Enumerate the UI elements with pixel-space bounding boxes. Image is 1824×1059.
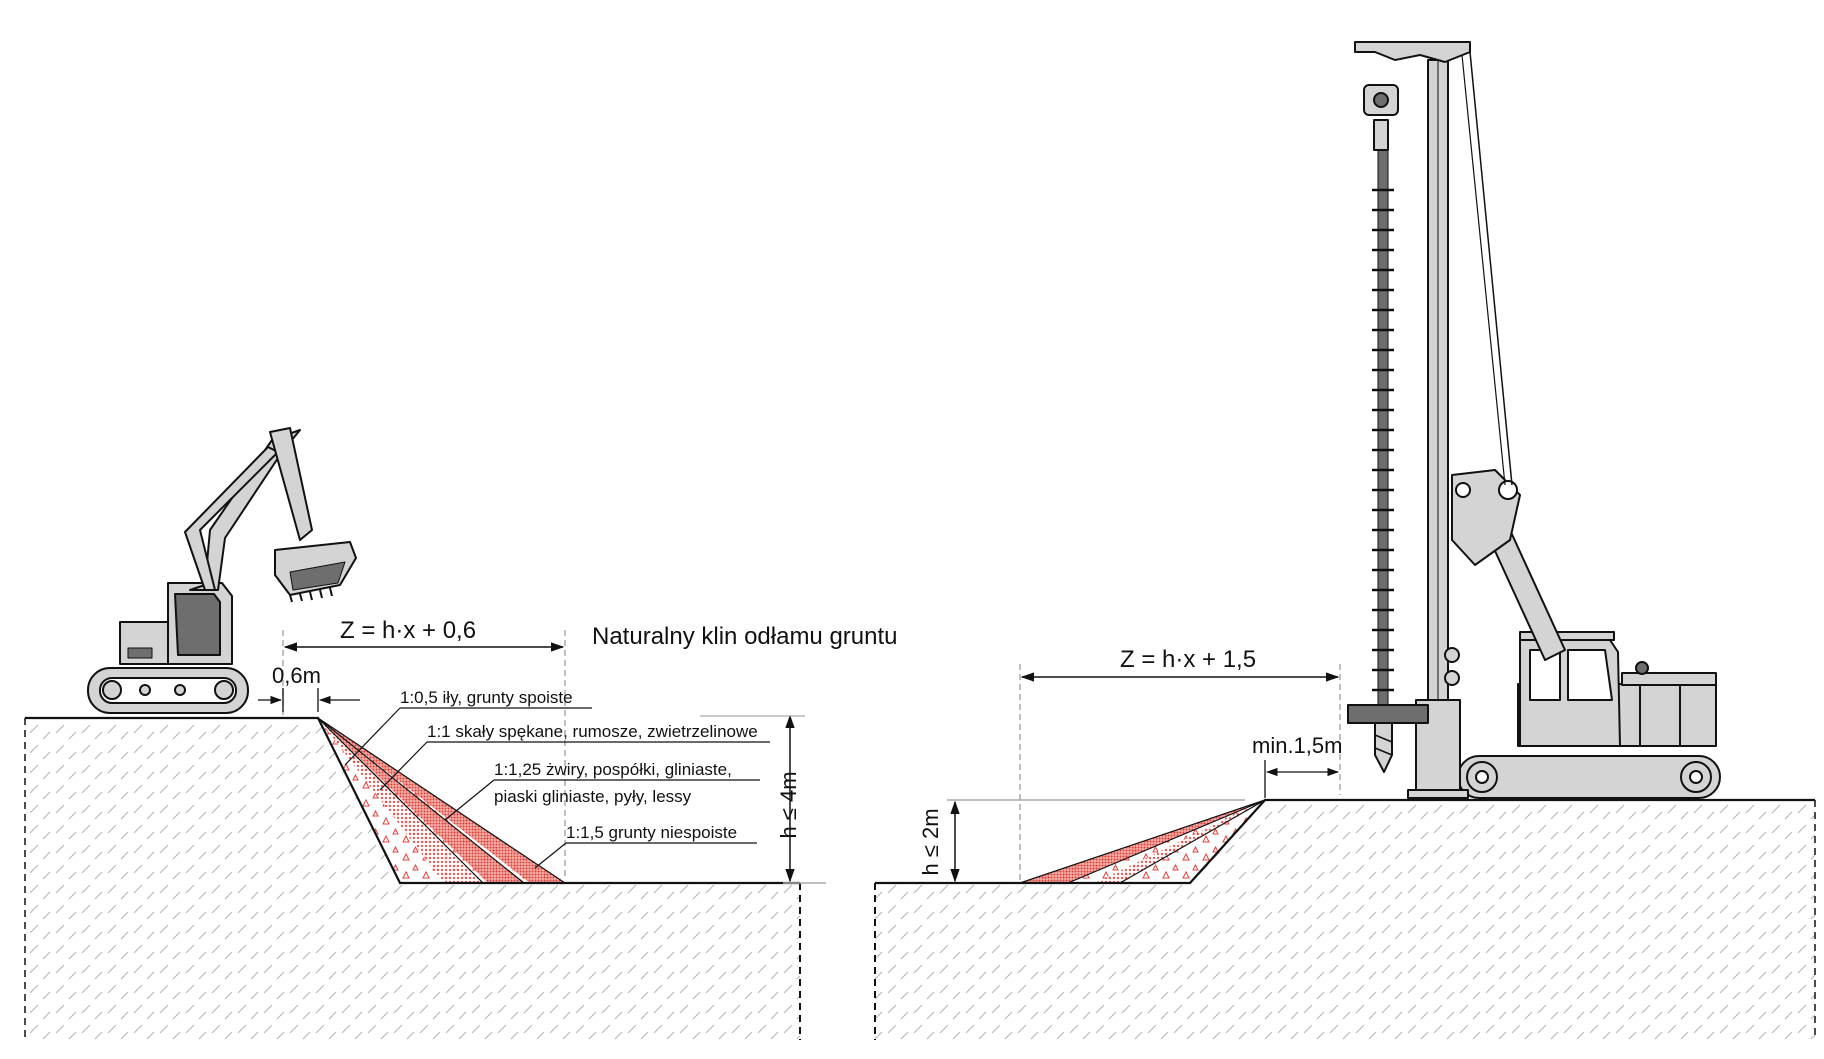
- rig-mast-head: [1354, 41, 1471, 63]
- rig-auger: [1374, 722, 1393, 773]
- right-soil: [875, 800, 1815, 1040]
- right-height-label: h ≤ 2m: [918, 808, 943, 875]
- left-ground-outline: [25, 716, 800, 885]
- right-wedge-band-2: [1095, 800, 1265, 883]
- left-slope-labels: 1:0,5 iły, grunty spoiste 1:1 skały spęk…: [344, 688, 770, 869]
- right-guides: [1019, 664, 1341, 880]
- right-formula: Z = h·x + 1,5: [1120, 646, 1256, 673]
- slope-label-0: 1:0,5 iły, grunty spoiste: [400, 688, 573, 707]
- right-offset-label: min.1,5m: [1252, 733, 1342, 758]
- excavator: [87, 427, 357, 714]
- right-slope-lines: [1019, 799, 1266, 884]
- left-title: Naturalny klin odłamu gruntu: [592, 623, 898, 650]
- right-ground-outline: [875, 798, 1815, 885]
- slope-label-3: piaski gliniaste, pyły, lessy: [494, 787, 692, 806]
- rig-rotary-head: [1347, 704, 1429, 724]
- left-formula: Z = h·x + 0,6: [340, 617, 476, 644]
- left-soil: [25, 718, 800, 1040]
- left-section: Z = h·x + 0,6 Naturalny klin odłamu grun…: [24, 427, 898, 1040]
- left-slope-lines: [317, 717, 566, 884]
- slope-label-4: 1:1,5 grunty niespoiste: [566, 823, 737, 842]
- slope-label-2: 1:1,25 żwiry, pospółki, gliniaste,: [494, 760, 732, 779]
- left-offset-label: 0,6m: [272, 663, 321, 688]
- slope-label-1: 1:1 skały spękane, rumosze, zwietrzelino…: [427, 722, 758, 741]
- excavator-stick: [269, 427, 313, 541]
- right-section: Z = h·x + 1,5 min.1,5m h ≤ 2m: [874, 41, 1816, 1040]
- drilling-rig: [1347, 41, 1721, 799]
- left-height-label: h ≤ 4m: [776, 771, 801, 838]
